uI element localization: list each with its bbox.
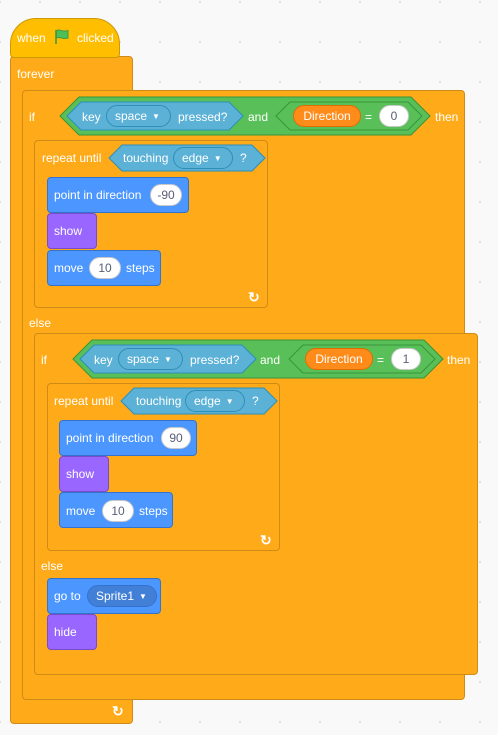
show-block-1[interactable] (47, 213, 97, 249)
green-flag-icon (55, 29, 69, 44)
go-to-target-dropdown[interactable]: Sprite1▼ (87, 585, 157, 607)
move-label-1: move (54, 261, 84, 275)
touching-question-2: ? (252, 394, 259, 408)
when-label: when (17, 31, 46, 45)
touching-dropdown-2[interactable]: edge▼ (185, 390, 245, 412)
loop-arrow-icon: ↻ (260, 532, 272, 548)
point-direction-label-1: point in direction (54, 188, 142, 202)
move-steps-input-2[interactable]: 10 (102, 500, 134, 522)
touching-label-1: touching (123, 151, 169, 165)
and-label-2: and (260, 353, 281, 367)
touching-dropdown-1[interactable]: edge▼ (173, 147, 233, 169)
point-direction-label-2: point in direction (66, 431, 154, 445)
move-label-2: move (66, 504, 96, 518)
else-label-2: else (41, 559, 64, 573)
show-block-2[interactable] (59, 456, 109, 492)
if-label-1: if (29, 110, 35, 124)
and-label-1: and (248, 110, 269, 124)
pressed-label-1: pressed? (178, 110, 228, 124)
show-label-1: show (54, 224, 83, 238)
equals-label-2: = (377, 353, 385, 367)
hide-label: hide (54, 625, 77, 639)
direction-variable-1[interactable]: Direction (293, 105, 361, 127)
repeat-until-label-2: repeat until (54, 394, 114, 408)
direction-input-2[interactable]: 90 (161, 427, 191, 449)
direction-variable-2[interactable]: Direction (305, 348, 373, 370)
if-label-2: if (41, 353, 47, 367)
key-dropdown-2[interactable]: space▼ (118, 348, 183, 370)
equals-value-input-2[interactable]: 1 (391, 348, 421, 370)
equals-value-input-1[interactable]: 0 (379, 105, 409, 127)
key-dropdown-1[interactable]: space▼ (106, 105, 171, 127)
steps-label-2: steps (139, 504, 168, 518)
key-label-2: key (94, 353, 113, 367)
clicked-label: clicked (77, 31, 114, 45)
loop-arrow-icon: ↻ (248, 289, 260, 305)
steps-label-1: steps (126, 261, 155, 275)
direction-input-1[interactable]: -90 (150, 184, 182, 206)
touching-question-1: ? (240, 151, 247, 165)
key-label-1: key (82, 110, 101, 124)
hide-block[interactable] (47, 614, 97, 650)
equals-label-1: = (365, 110, 373, 124)
move-steps-input-1[interactable]: 10 (89, 257, 121, 279)
go-to-label: go to (54, 589, 81, 603)
move-steps-block-2[interactable] (59, 492, 173, 528)
else-label-1: else (29, 316, 52, 330)
touching-label-2: touching (136, 394, 182, 408)
repeat-until-label-1: repeat until (42, 151, 102, 165)
loop-arrow-icon: ↻ (112, 703, 124, 719)
then-label-1: then (435, 110, 459, 124)
show-label-2: show (66, 467, 95, 481)
forever-label: forever (17, 67, 55, 81)
then-label-2: then (447, 353, 471, 367)
pressed-label-2: pressed? (190, 353, 240, 367)
